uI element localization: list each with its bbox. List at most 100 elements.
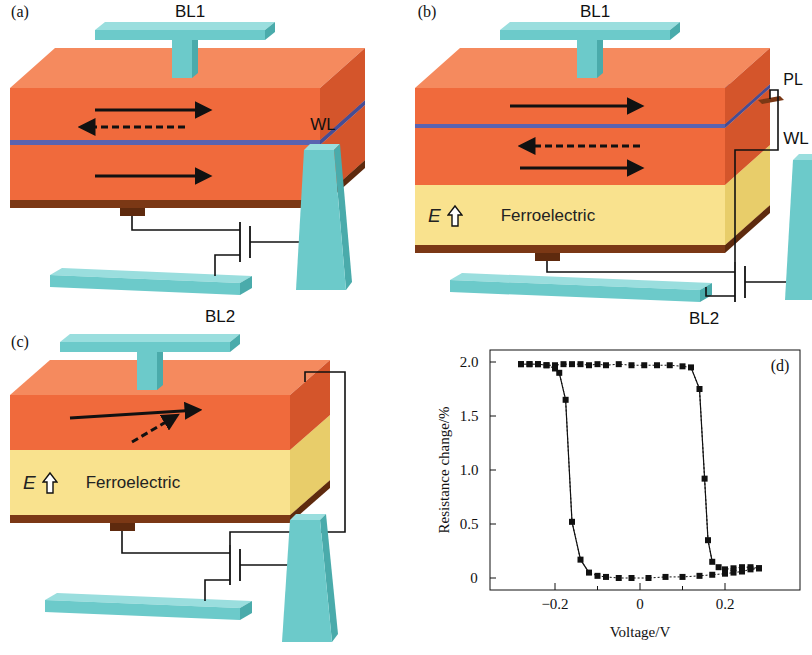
tick-label: 0.2 <box>716 597 735 612</box>
field-arrow-shape <box>43 473 57 493</box>
bit-line-2-front <box>450 280 700 302</box>
bit-line-bar-side <box>230 334 240 352</box>
bit-line-bar-side <box>670 22 680 40</box>
x-tick <box>682 586 683 590</box>
magnetization-arrow <box>510 105 640 108</box>
data-marker <box>595 361 601 367</box>
line-label: WL <box>783 130 809 147</box>
tick-label: 1.5 <box>460 409 479 424</box>
plate-line-wire <box>230 372 345 545</box>
data-marker <box>544 362 550 368</box>
magnetic-layer-front <box>10 395 290 450</box>
bottom-electrode-front <box>10 200 320 208</box>
panel-label: (b) <box>418 4 437 20</box>
wire <box>205 580 230 601</box>
ferroelectric-layer-front <box>10 450 290 515</box>
transistor-channel <box>239 222 241 262</box>
data-marker <box>595 573 601 579</box>
dashed-magnetization-arrow <box>132 416 176 442</box>
word-line-top <box>304 144 340 150</box>
data-marker <box>603 362 609 368</box>
bit-line-2-side <box>240 276 252 295</box>
layer-name: Ferroelectric <box>501 206 595 226</box>
wire <box>250 241 305 243</box>
wire <box>745 281 790 283</box>
bit-line-2-front <box>45 600 240 620</box>
wire <box>122 531 230 553</box>
switching-segment <box>691 367 712 561</box>
y-tick <box>490 416 496 417</box>
data-marker <box>641 362 647 368</box>
axis-title: Voltage/V <box>610 625 671 640</box>
bottom-electrode-front <box>415 245 725 253</box>
data-marker <box>716 564 722 570</box>
x-tick <box>725 583 726 590</box>
magnetic-layer-top <box>10 360 330 395</box>
plate-line-wire <box>735 90 778 262</box>
magnetization-arrow <box>520 167 640 170</box>
field-arrow-shape <box>448 206 462 226</box>
y-tick <box>490 470 496 471</box>
wire <box>132 216 240 230</box>
data-marker <box>629 362 635 368</box>
data-marker <box>518 361 524 367</box>
data-marker <box>535 361 541 367</box>
data-marker <box>697 573 703 579</box>
data-marker <box>561 361 567 367</box>
bit-line-2-front <box>50 275 240 295</box>
data-marker <box>654 362 660 368</box>
x-tick <box>640 583 641 590</box>
data-marker <box>667 362 673 368</box>
data-marker <box>569 361 575 367</box>
data-marker <box>629 575 635 581</box>
word-line-front <box>296 150 346 290</box>
line-label: BL2 <box>689 310 719 327</box>
data-marker <box>603 574 609 580</box>
wire <box>240 564 290 566</box>
data-marker <box>731 570 737 576</box>
x-tick <box>597 586 598 590</box>
tick-label: 2.0 <box>460 355 479 370</box>
bit-line-bar-top <box>95 22 275 30</box>
data-marker <box>756 565 762 571</box>
dashed-magnetization-arrow <box>522 145 640 148</box>
tick-label: 0 <box>636 597 644 612</box>
wire <box>706 287 735 296</box>
ferroelectric-layer-front <box>415 185 725 245</box>
barrier-layer-front <box>415 124 725 128</box>
layer-name: Ferroelectric <box>86 473 180 493</box>
bit-line-bar-front <box>60 342 230 352</box>
tick-label: 0 <box>470 571 478 586</box>
bit-line-2-side <box>240 601 252 620</box>
axis-title: Resistance change/% <box>437 406 452 533</box>
word-line-front <box>282 520 332 642</box>
magnetization-arrow <box>95 109 208 112</box>
free-layer-front <box>10 88 320 140</box>
fixed-layer-front <box>415 128 725 185</box>
field-symbol: E <box>23 472 36 494</box>
line-label: BL2 <box>205 308 235 325</box>
bit-line-post-front <box>137 350 157 390</box>
contact <box>535 253 560 261</box>
panel-label: (a) <box>11 4 29 20</box>
data-marker <box>739 569 745 575</box>
bit-line-bar-top <box>60 334 240 342</box>
bit-line-post-front <box>577 38 597 78</box>
tick-label: 0.5 <box>460 517 479 532</box>
field-arrow <box>42 471 58 495</box>
data-marker <box>578 361 584 367</box>
field-symbol: E <box>428 205 441 227</box>
transistor-channel <box>229 545 231 585</box>
data-marker <box>616 575 622 581</box>
bit-line-bar-side <box>265 22 275 40</box>
field-arrow <box>447 204 463 228</box>
panel-label: (c) <box>11 334 29 350</box>
data-marker <box>722 571 728 577</box>
data-marker <box>680 363 686 369</box>
data-marker <box>616 361 622 367</box>
line-label: WL <box>310 116 336 133</box>
data-marker <box>756 565 762 571</box>
bottom-electrode-front <box>10 515 290 523</box>
wire <box>215 255 240 276</box>
